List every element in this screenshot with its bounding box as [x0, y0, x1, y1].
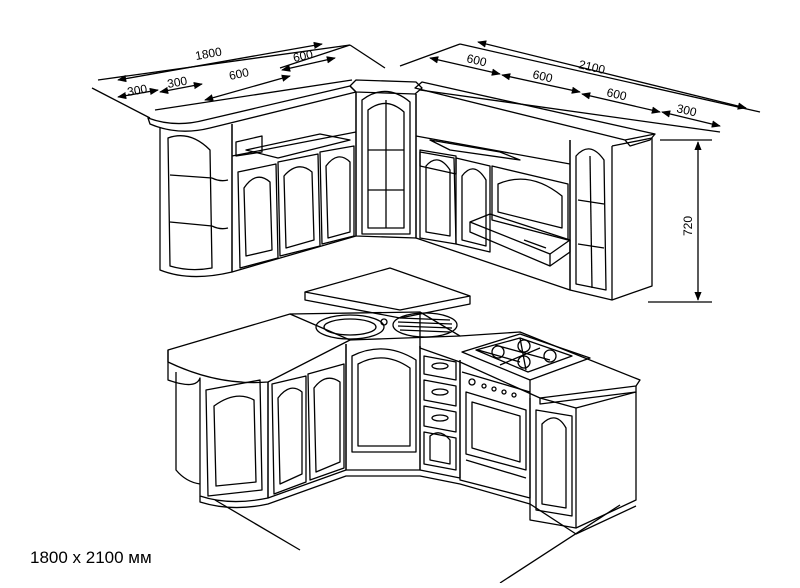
dim-left-600-outer: 600	[292, 47, 315, 65]
dim-right-600-b: 600	[531, 67, 554, 85]
lower-cabinets	[167, 267, 641, 535]
upper-cabinets	[147, 79, 656, 301]
dim-left-300-b: 300	[166, 74, 188, 91]
dim-height: 720	[681, 216, 695, 236]
drawing-caption: 1800 x 2100 мм	[30, 548, 152, 567]
dimension-labels: 1800 600 300 300 600 2100 600 600 600 30…	[126, 44, 698, 236]
dim-right-600-c: 600	[605, 85, 628, 103]
dim-right-600-a: 600	[465, 51, 488, 69]
dim-right-total: 2100	[577, 57, 606, 77]
dim-left-600-inner: 600	[228, 65, 251, 83]
dim-right-300: 300	[675, 101, 698, 119]
dim-left-total: 1800	[194, 44, 223, 62]
dim-left-300-a: 300	[126, 82, 148, 99]
dimension-lines	[91, 40, 761, 584]
